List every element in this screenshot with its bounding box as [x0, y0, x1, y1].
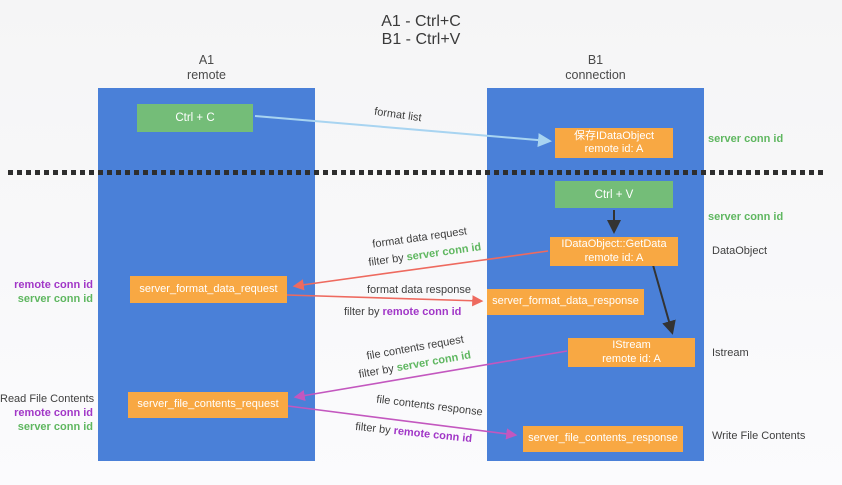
remote-conn-id-text: remote conn id [382, 306, 462, 318]
filter-by-remote-conn-id-label-1: filter by remote conn id [344, 306, 461, 318]
filter-by-remote-conn-id-label-2: filter by remote conn id [355, 421, 473, 445]
filter-by-text: filter by [344, 306, 380, 318]
server-format-data-response-label: server_format_data_response [492, 295, 639, 308]
server-format-data-request-box: server_format_data_request [130, 276, 287, 303]
server-file-contents-response-box: server_file_contents_response [523, 426, 683, 452]
ctrl-v-box-label: Ctrl + V [594, 188, 634, 201]
file-contents-response-label: file contents response [376, 394, 484, 419]
getdata-box-line2: remote id: A [584, 251, 644, 264]
format-list-label: format list [373, 106, 422, 125]
server-conn-id-side-label-top: server conn id [708, 133, 784, 145]
title-line-1: A1 - Ctrl+C [381, 13, 461, 30]
server-format-data-response-box: server_format_data_response [487, 289, 644, 315]
save-idataobject-box: 保存IDataObject remote id: A [555, 128, 673, 158]
istream-box: IStream remote id: A [568, 338, 695, 367]
server-conn-id-side-label-mid: server conn id [708, 211, 784, 223]
column-a-name: A1 [198, 53, 215, 67]
ctrl-c-box: Ctrl + C [137, 104, 253, 132]
remote-conn-id-text: remote conn id [393, 424, 473, 446]
remote-conn-id-left-label-1: remote conn id [14, 279, 93, 291]
save-idataobject-box-line1: 保存IDataObject [573, 129, 655, 142]
save-idataobject-box-line2: remote id: A [584, 143, 644, 155]
write-file-contents-label: Write File Contents [712, 430, 806, 442]
format-data-response-label: format data response [367, 284, 471, 296]
file-contents-response-text: file contents response [375, 393, 484, 419]
server-file-contents-request-box: server_file_contents_request [128, 392, 288, 418]
title-line-2: B1 - Ctrl+V [381, 31, 461, 48]
istream-side-label: Istream [712, 347, 749, 359]
remote-conn-id-left-label-2: remote conn id [14, 407, 93, 419]
format-conn-ids-left-block: remote conn id server conn id [0, 278, 93, 306]
ctrl-c-box-label: Ctrl + C [175, 112, 215, 124]
getdata-box: IDataObject::GetData remote id: A [550, 237, 678, 266]
server-conn-id-text: server conn id [405, 241, 483, 264]
dataobject-side-label: DataObject [712, 245, 768, 257]
filter-by-text: filter by [367, 252, 405, 269]
file-conn-ids-left-block: Read File Contents remote conn id server… [0, 392, 95, 434]
server-file-contents-request-label: server_file_contents_request [137, 398, 279, 411]
column-b-header: B1 connection [487, 53, 704, 83]
server-conn-id-left-label-1: server conn id [17, 293, 93, 305]
format-data-response-text: format data response [367, 284, 471, 296]
format-list-text: format list [373, 105, 423, 125]
filter-by-text: filter by [357, 362, 395, 381]
server-format-data-request-label: server_format_data_request [139, 282, 278, 295]
server-conn-id-left-label-2: server conn id [17, 421, 93, 433]
filter-by-text: filter by [354, 420, 392, 437]
diagram-title: A1 - Ctrl+C B1 - Ctrl+V [0, 13, 842, 49]
read-file-contents-label: Read File Contents [0, 393, 95, 405]
ctrl-v-box: Ctrl + V [555, 181, 673, 208]
istream-box-line1: IStream [612, 339, 651, 351]
istream-box-line2: remote id: A [602, 352, 661, 365]
server-file-contents-response-label: server_file_contents_response [528, 432, 678, 445]
session-divider-dotted-line [8, 170, 824, 175]
column-b-subtitle: connection [565, 68, 626, 82]
column-a-header: A1 remote [98, 53, 315, 83]
column-b-name: B1 [587, 53, 604, 67]
column-a-subtitle: remote [187, 68, 226, 82]
getdata-box-line1: IDataObject::GetData [561, 238, 667, 250]
